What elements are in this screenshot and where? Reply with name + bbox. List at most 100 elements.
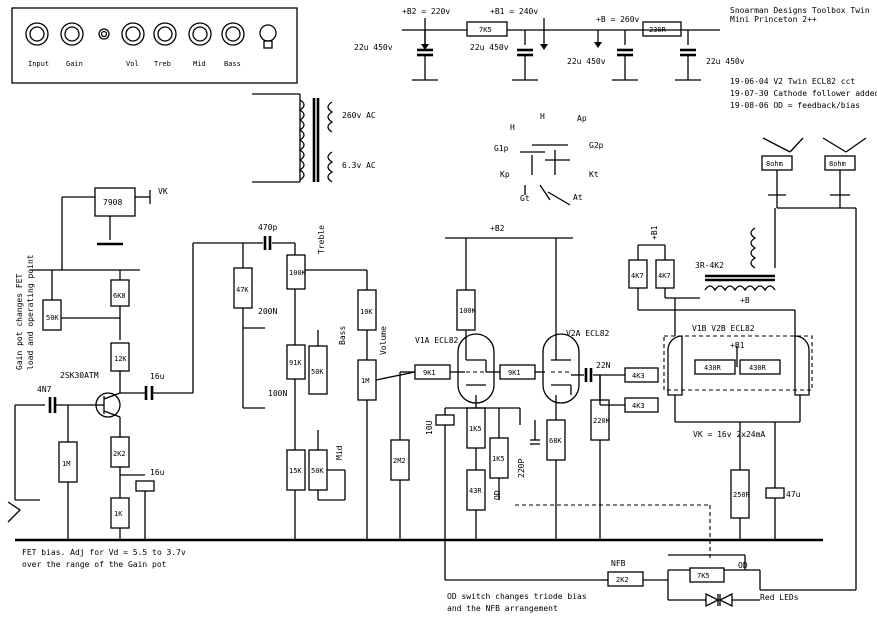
label-r-430r-b: 430R (749, 364, 767, 372)
label-volume: Volume (379, 326, 388, 355)
label-b1-pullups: +B1 (650, 225, 659, 240)
label-treb: Treb (154, 60, 171, 68)
note-fet-bias-2: over the range of the Gain pot (22, 560, 167, 569)
label-treble: Treble (317, 225, 326, 254)
label-r-12k: 12K (114, 355, 127, 363)
tube-v2a (542, 333, 580, 404)
label-cap-ps-2: 22u 450v (470, 43, 509, 52)
label-r-6k8: 6K8 (113, 292, 126, 300)
label-r-7k5-ps: 7K5 (479, 26, 492, 34)
label-fet: 2SK30ATM (60, 371, 99, 380)
speakers: 8ohm 8ohm (761, 137, 867, 590)
label-r-7k5-nfb: 7K5 (697, 572, 710, 580)
label-v1b-v2b: V1B V2B ECL82 (692, 324, 755, 333)
label-r-15k: 15K (289, 467, 302, 475)
label-r-4k7-a: 4K7 (631, 272, 644, 280)
label-v1a: V1A ECL82 (415, 336, 459, 345)
label-red-leds: Red LEDs (760, 593, 799, 602)
label-r-4k3-b: 4K3 (632, 402, 645, 410)
label-cap-16u-bypass: 16u (150, 468, 165, 477)
label-cap-4n7: 4N7 (37, 385, 52, 394)
label-r-250r: 250R (733, 491, 751, 499)
label-nfb: NFB (611, 559, 626, 568)
power-supply: +B2 = 220v +B1 = 240v +B = 260v 7K5 230R… (354, 7, 745, 81)
label-cap-ps-1: 22u 450v (354, 43, 393, 52)
v2a-stage: V2A ECL82 68K 22N 220K (530, 238, 625, 540)
label-cap-220p: 220P (517, 459, 526, 478)
knob-vol (121, 22, 145, 46)
label-cap-100n: 100N (268, 389, 287, 398)
label-od-switch: OD (738, 561, 748, 570)
label-cap-16u-coupling: 16u (150, 372, 165, 381)
label-r-1k5-a: 1K5 (469, 425, 482, 433)
knob-mid (188, 22, 212, 46)
label-r-2k2: 2K2 (113, 450, 126, 458)
note-gain-pot-1: Gain pot changes FET (15, 273, 24, 370)
knob-input (25, 22, 49, 46)
pin-kt: Kt (589, 170, 599, 179)
pin-g2p: G2p (589, 141, 604, 150)
label-b-ct: +B (740, 296, 750, 305)
label-r-2k2-nfb: 2K2 (616, 576, 629, 584)
label-r-2m2: 2M2 (393, 457, 406, 465)
tube-pinout: H H Ap G1p G2p Kp Kt Gt At (494, 112, 604, 206)
label-secondary-heater: 6.3v AC (342, 161, 376, 170)
label-speaker-2: 8ohm (829, 160, 846, 168)
fet-stage: 7908 VK 6K8 50K 12K 2SK30ATM 4N7 1M 2K2 (7, 187, 193, 540)
pin-kp: Kp (500, 170, 510, 179)
tube-v1a (457, 333, 495, 404)
knob-gain (60, 22, 84, 46)
label-r-9k1-v1a: 9K1 (423, 369, 436, 377)
label-gain: Gain (66, 60, 83, 68)
front-panel: Input Gain Vol Treb Mid Bass (11, 7, 298, 84)
title-line-2: Mini Princeton 2++ (730, 15, 817, 24)
label-pot-1k: 1K (114, 510, 123, 518)
label-cap-ps-3: 22u 450v (567, 57, 606, 66)
revision-3: 19-08-06 OD = feedback/bias (730, 101, 860, 110)
pin-at: At (573, 193, 583, 202)
label-pot-100k-treble: 100K (289, 269, 307, 277)
knob-bass (221, 22, 245, 46)
note-od-2: and the NFB arrangement (447, 604, 558, 613)
label-r-220k: 220K (593, 417, 611, 425)
label-cap-470p: 470p (258, 223, 277, 232)
label-r-43r: 43R (469, 487, 482, 495)
pin-ap: Ap (577, 114, 587, 123)
knob-treb (153, 22, 177, 46)
note-gain-pot-2: load and operating point (26, 254, 35, 370)
tone-stack: 470p 47K 200N 100N 100K Treble 91K 50K B… (192, 223, 416, 540)
pilot-lamp (259, 24, 277, 49)
label-r-47k: 47K (236, 286, 249, 294)
label-secondary-hv: 260v AC (342, 111, 376, 120)
label-pot-1m-volume: 1M (361, 377, 369, 385)
jack-switch (98, 28, 110, 40)
label-ot: 3R-4K2 (695, 261, 724, 270)
pin-h1: H (510, 123, 515, 132)
label-cap-22n: 22N (596, 361, 611, 370)
revision-2: 19-07-30 Cathode follower added (730, 89, 877, 98)
label-od: OD (493, 490, 502, 500)
label-r-4k3-a: 4K3 (632, 372, 645, 380)
label-b1-screen: +B1 (730, 341, 745, 350)
label-cap-10u: 10U (425, 420, 434, 435)
pin-gt: Gt (520, 194, 530, 203)
title-line-1: Snoarman Designs Toolbox Twin (730, 6, 870, 15)
pin-h2: H (540, 112, 545, 121)
label-pot-50k-bass: 50K (311, 368, 324, 376)
label-input: Input (28, 60, 49, 68)
label-speaker-1: 8ohm (766, 160, 783, 168)
label-b1-voltage: +B1 = 240v (490, 7, 538, 16)
label-vol: Vol (126, 60, 139, 68)
label-r-10k: 10K (360, 308, 373, 316)
label-cap-200n: 200N (258, 307, 277, 316)
label-bass: Bass (338, 326, 347, 345)
power-stage: 4K3 4K3 V1B V2B ECL82 430R 430R +B1 VK =… (624, 208, 813, 540)
label-r-4k7-b: 4K7 (658, 272, 671, 280)
label-b2-voltage: +B2 = 220v (402, 7, 450, 16)
label-regulator: 7908 (103, 198, 122, 207)
label-r-91k: 91K (289, 359, 302, 367)
label-pot-50k-gain: 50K (46, 314, 59, 322)
label-r-68k: 68K (549, 437, 562, 445)
label-r-9k1-v2a: 9K1 (508, 369, 521, 377)
